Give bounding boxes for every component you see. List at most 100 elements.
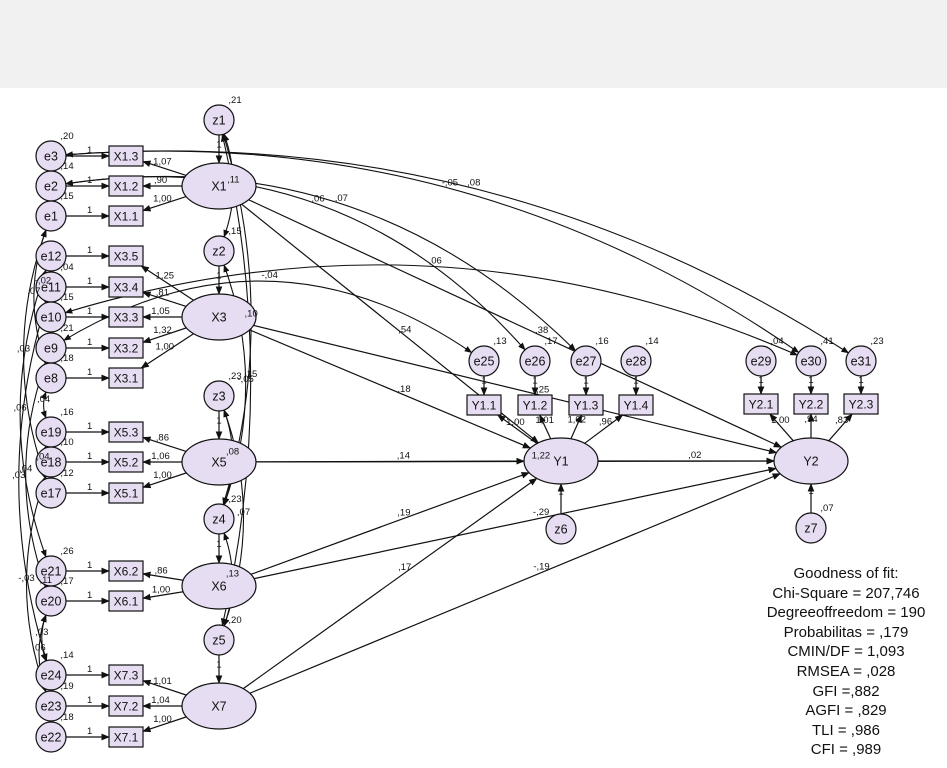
- variance-e10: ,15: [60, 292, 73, 303]
- measurement-label-23: 1,00: [156, 342, 175, 353]
- measurement-path-x6-to-x6-1: [142, 591, 184, 601]
- measurement-label-47: 1: [216, 270, 221, 281]
- variance-e1: ,15: [60, 191, 73, 202]
- latent-x5: [181, 438, 257, 486]
- error-z5: [203, 624, 235, 656]
- node-label-y2-3: Y2.3: [849, 398, 874, 412]
- covariance-label-7: ,10: [245, 309, 258, 320]
- measurement-path-y2-to-y2-3: [828, 413, 853, 442]
- gof-agfi: AGFI = ,829: [805, 702, 887, 720]
- measurement-label-28: 1,00: [152, 584, 171, 595]
- covariance-label-14: -,02: [35, 276, 51, 287]
- node-label-e9: e9: [44, 342, 58, 356]
- structural-label-4: ,14: [397, 450, 410, 461]
- node-label-e23: e23: [41, 700, 62, 714]
- error-e10: [35, 301, 67, 333]
- measurement-label-5: 1: [87, 306, 92, 317]
- node-label-x1-3: X1.3: [114, 150, 139, 164]
- variance-e19: ,16: [60, 407, 73, 418]
- node-label-e11: e11: [41, 281, 61, 295]
- node-label-z7: z7: [804, 522, 817, 536]
- gof-title: Goodness of fit:: [793, 565, 899, 582]
- gof-cfi: CFI = ,989: [810, 741, 882, 759]
- observed-x6-2: [108, 560, 144, 582]
- error-z7: [795, 512, 827, 544]
- measurement-label-16: 1,07: [153, 157, 172, 168]
- measurement-path-x3-to-x3-4: [142, 291, 187, 307]
- observed-y2-2: [793, 393, 829, 415]
- structural-path-x7-to-y1: [242, 477, 538, 690]
- gof-rmsea: RMSEA = ,028: [796, 662, 896, 680]
- structural-label-2: ,18: [397, 384, 410, 395]
- covariance-label-15: ,04: [36, 452, 49, 463]
- measurement-label-7: 1: [87, 367, 92, 378]
- measurement-label-17: ,90: [154, 175, 167, 186]
- error-e30: [795, 345, 827, 377]
- structural-label-1: ,38: [535, 325, 548, 336]
- variance-e24: ,14: [60, 650, 73, 661]
- measurement-label-39: 1: [481, 375, 486, 386]
- error-e25: [468, 345, 500, 377]
- error-e17: [35, 477, 67, 509]
- observed-x3-4: [108, 276, 144, 298]
- measurement-label-21: 1,05: [151, 306, 170, 317]
- measurement-label-27: ,86: [154, 566, 167, 577]
- measurement-label-10: 1: [87, 482, 92, 493]
- variance-e30: ,41: [820, 336, 833, 347]
- covariance-label-0: -,05: [442, 177, 458, 188]
- node-label-x3: X3: [211, 311, 226, 325]
- variance-z1: ,21: [228, 95, 241, 106]
- latent-y2: [773, 437, 849, 485]
- node-label-e1: e1: [44, 210, 58, 224]
- measurement-path-x6-to-x6-2: [142, 571, 184, 581]
- structural-path-x3-to-y1: [249, 329, 532, 449]
- latent-x3: [181, 293, 257, 341]
- variance-e18: ,10: [60, 437, 73, 448]
- node-label-x5-1: X5.1: [114, 487, 139, 501]
- covariance-label-16: ,11: [40, 575, 53, 586]
- variance-z4: ,23: [228, 494, 241, 505]
- error-z6: [545, 513, 577, 545]
- measurement-label-15: 1: [87, 726, 92, 737]
- gof-chi-square: Chi-Square = 207,746: [772, 584, 920, 602]
- covariance-label-4: ,06: [429, 256, 442, 267]
- variance-e9: ,21: [60, 323, 73, 334]
- measurement-path-x5-to-x5-3: [142, 436, 187, 452]
- measurement-label-3: 1: [87, 245, 92, 256]
- header-band: [0, 0, 947, 88]
- variance-e31: ,23: [870, 336, 883, 347]
- node-label-e18: e18: [41, 456, 62, 470]
- variance-e28: ,14: [645, 336, 658, 347]
- measurement-label-32: 1,00: [506, 417, 525, 428]
- latent-y1: [523, 437, 599, 485]
- node-label-e21: e21: [41, 565, 62, 579]
- measurement-label-20: ,81: [156, 288, 169, 299]
- measurement-label-18: 1,00: [153, 193, 172, 204]
- covariance-label-9: -,05: [237, 374, 253, 385]
- gof-tli: TLI = ,986: [812, 721, 880, 739]
- error-e18: [35, 446, 67, 478]
- measurement-label-34: 1,02: [567, 415, 586, 426]
- covariance-e11-e24: [18, 300, 48, 662]
- covariance-label-17: ,03: [35, 627, 48, 638]
- node-label-e31: e31: [851, 355, 872, 369]
- error-e1: [35, 200, 67, 232]
- node-label-z6: z6: [554, 523, 567, 537]
- covariance-e12-e21: [19, 269, 47, 558]
- error-e26: [519, 345, 551, 377]
- node-label-e20: e20: [41, 595, 62, 609]
- covariance-label-12: ,13: [226, 569, 239, 580]
- node-label-e24: e24: [41, 669, 62, 683]
- node-label-e2: e2: [44, 180, 58, 194]
- node-label-y1-3: Y1.3: [574, 399, 599, 413]
- node-label-x3-4: X3.4: [114, 281, 139, 295]
- variance-e8: ,18: [60, 353, 73, 364]
- measurement-path-y1-to-y1-4: [584, 414, 624, 444]
- measurement-path-y1-to-y1-2: [539, 414, 552, 440]
- measurement-label-29: 1,01: [153, 676, 172, 687]
- observed-x5-2: [108, 451, 144, 473]
- gof-degrees-of-freedom: Degreeoffreedom = 190: [766, 604, 926, 622]
- variance-e26: ,17: [544, 336, 557, 347]
- covariance-e18-e23: [26, 475, 47, 693]
- node-label-e26: e26: [525, 355, 546, 369]
